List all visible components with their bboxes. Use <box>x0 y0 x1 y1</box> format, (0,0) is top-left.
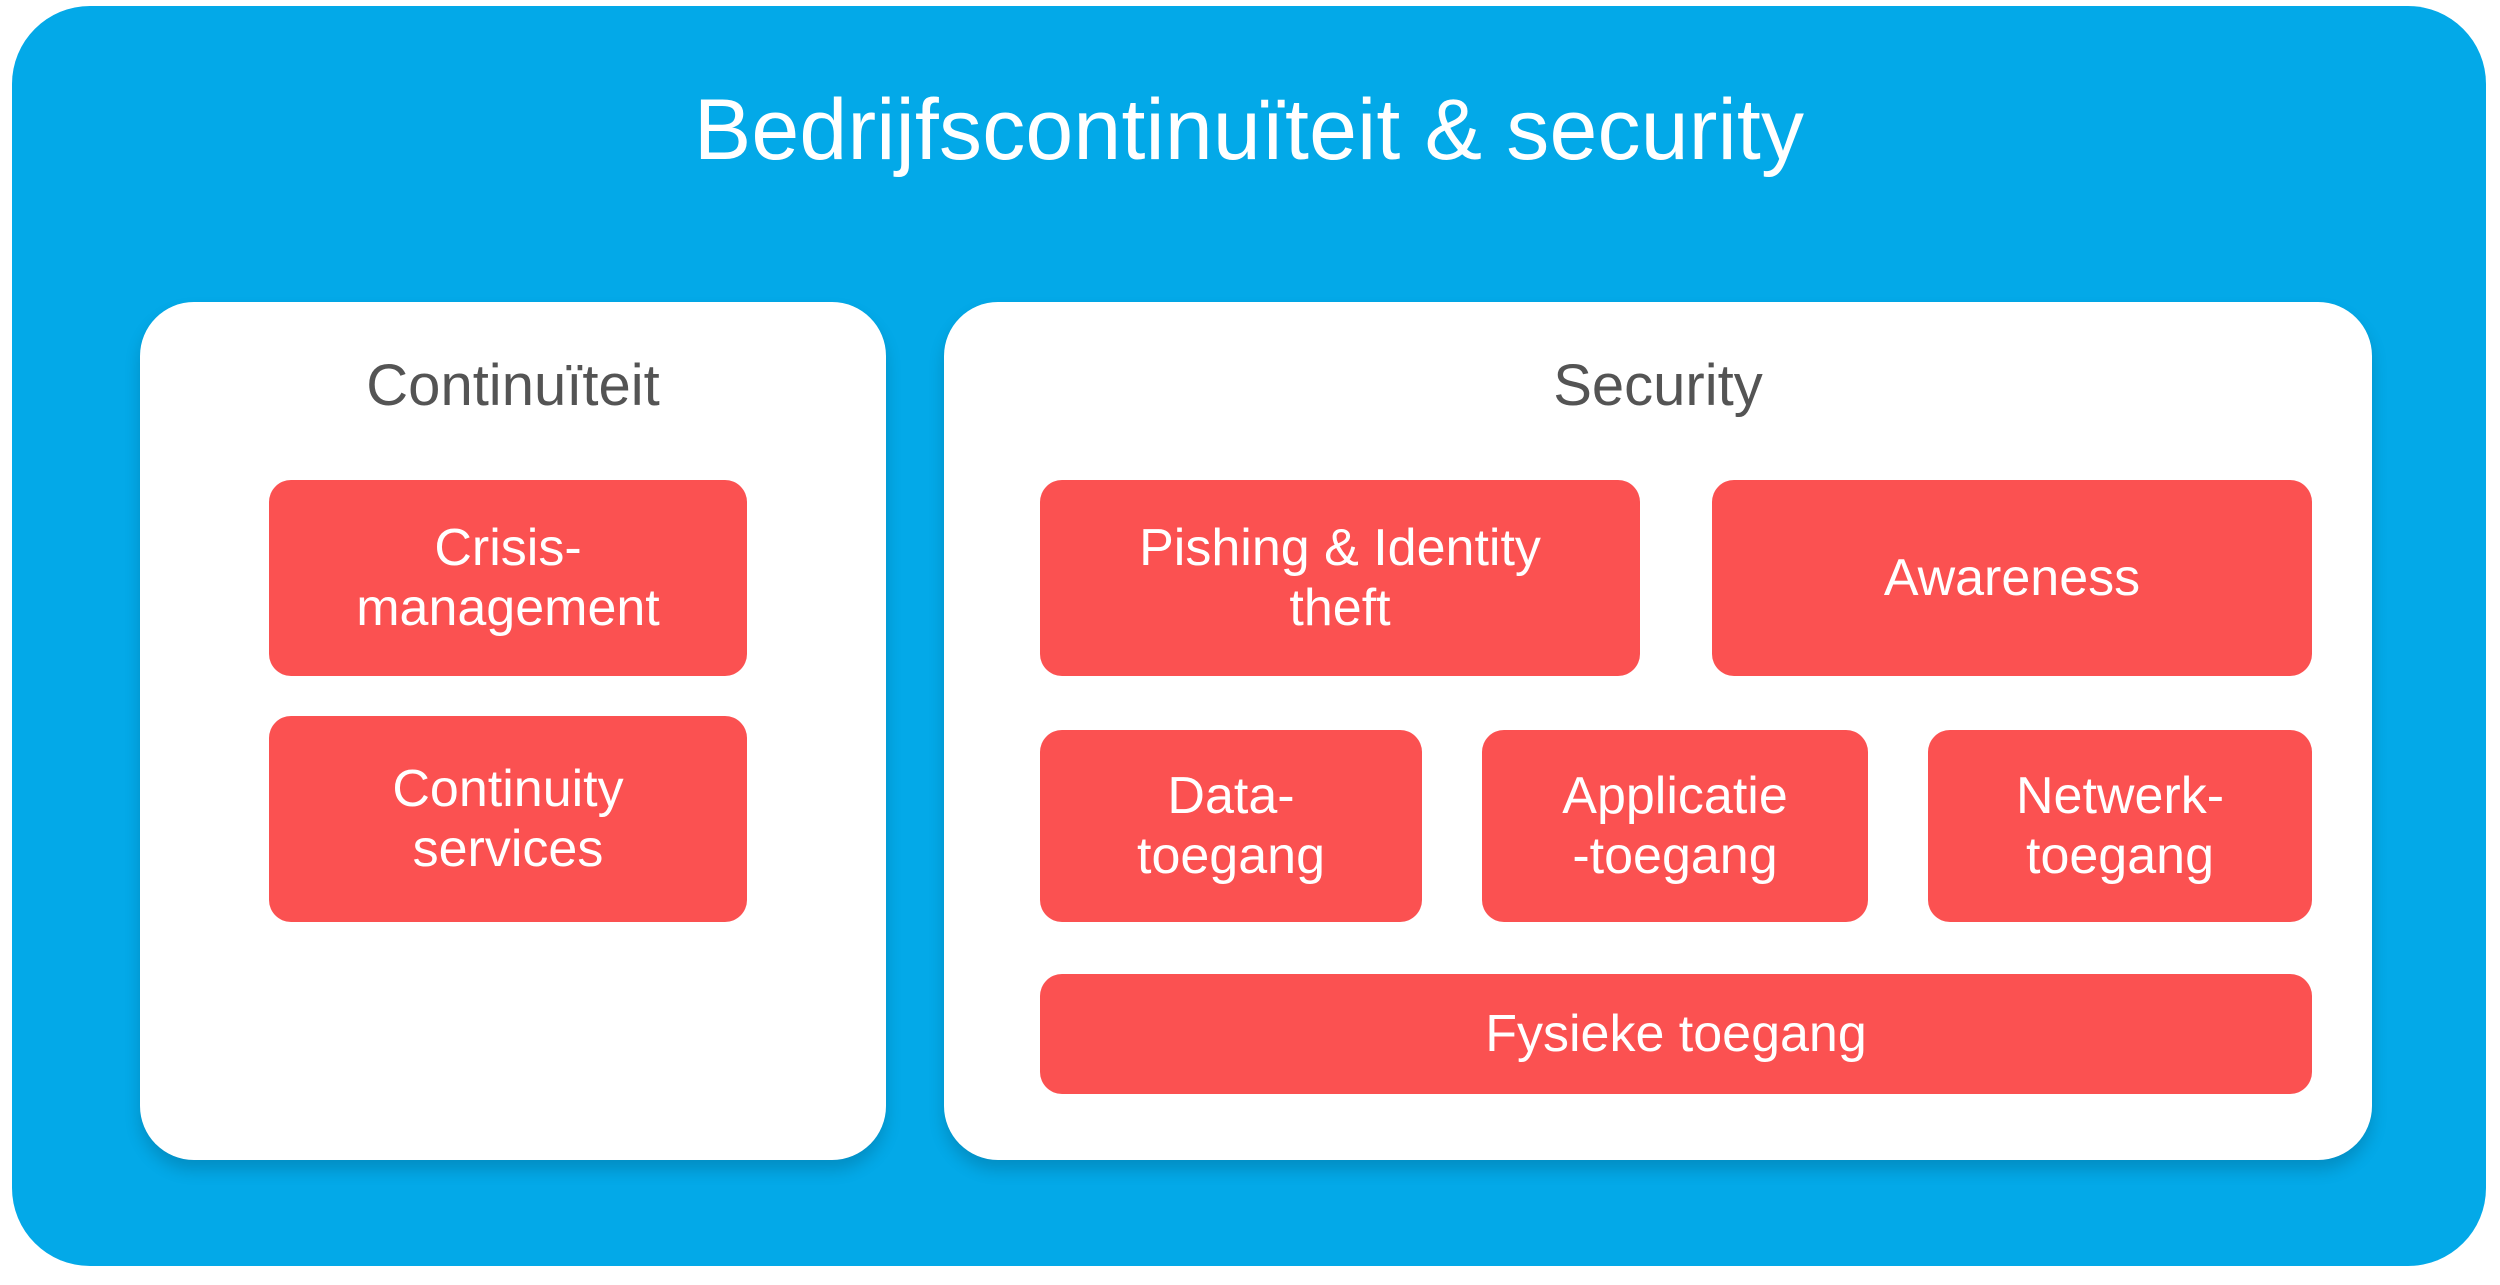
diagram-title: Bedrijfscontinuïteit & security <box>693 82 1805 178</box>
item-box-netwerk-toegang[interactable]: Netwerk-toegang <box>1928 730 2312 922</box>
item-box-fysieke-toegang[interactable]: Fysieke toegang <box>1040 974 2312 1094</box>
item-box-data-toegang[interactable]: Data-toegang <box>1040 730 1422 922</box>
outer-container-bedrijfscontinuiteit-security: Bedrijfscontinuïteit & security Continuï… <box>12 6 2486 1266</box>
item-box-crisismanagement[interactable]: Crisis-management <box>269 480 747 676</box>
item-label-fysieke-toegang: Fysieke toegang <box>1485 1004 1867 1063</box>
item-label-awareness: Awareness <box>1883 548 2141 607</box>
item-box-applicatie-toegang[interactable]: Applicatie-toegang <box>1482 730 1868 922</box>
item-label-crisismanagement: Crisis-management <box>356 518 660 637</box>
item-box-awareness[interactable]: Awareness <box>1712 480 2312 676</box>
group-panel-continuiteit: Continuïteit Crisis-management Continuit… <box>140 302 886 1160</box>
group-title-security: Security <box>1553 353 1763 418</box>
group-title-continuiteit: Continuïteit <box>366 353 660 418</box>
item-label-data-toegang: Data-toegang <box>1137 766 1325 885</box>
item-label-netwerk-toegang: Netwerk-toegang <box>2015 766 2225 885</box>
item-label-applicatie-toegang: Applicatie-toegang <box>1562 766 1788 885</box>
